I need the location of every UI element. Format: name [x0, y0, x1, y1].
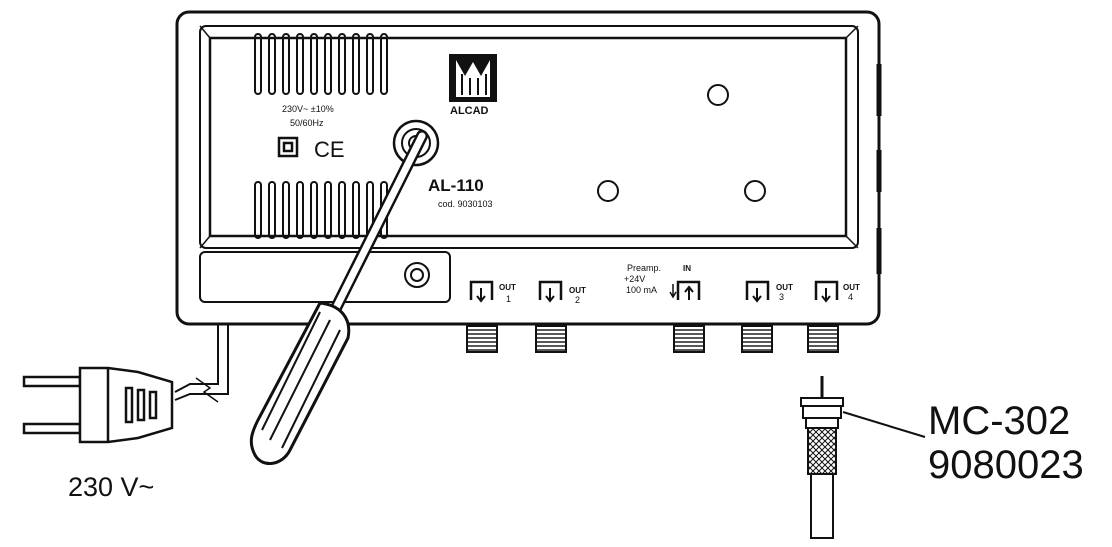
out3-label: OUT — [776, 283, 793, 292]
f-connector-icon — [800, 376, 926, 539]
f-connector-ports — [466, 325, 839, 353]
ground-screw — [404, 262, 430, 288]
screwdriver-icon — [249, 130, 428, 465]
in-label: IN — [683, 264, 691, 273]
ce-mark-icon: CE — [314, 137, 345, 162]
mounting-holes — [597, 84, 766, 202]
preamp-line1: Preamp. — [627, 263, 661, 273]
power-spec-line1: 230V~ ±10% — [282, 104, 334, 114]
vent-slots-bottom — [254, 181, 388, 239]
preamp-line2: +24V — [624, 274, 645, 284]
double-insulation-icon — [277, 136, 299, 158]
amplifier-housing — [175, 10, 882, 326]
brand-label: ALCAD — [450, 105, 489, 117]
port-out-4-icon — [814, 280, 839, 303]
out2-num: 2 — [575, 295, 580, 305]
model-code: cod. 9030103 — [438, 199, 493, 209]
vent-slots-top — [254, 33, 388, 95]
connector-part-name: MC-302 — [928, 399, 1070, 443]
port-out-1-icon — [469, 280, 494, 303]
out4-label: OUT — [843, 283, 860, 292]
port-out-3-icon — [745, 280, 770, 303]
model-label: AL-110 — [428, 176, 484, 195]
out2-label: OUT — [569, 286, 586, 295]
out1-num: 1 — [506, 294, 511, 304]
out4-num: 4 — [848, 292, 853, 302]
power-plug-icon — [22, 366, 174, 444]
power-cable — [174, 324, 229, 403]
plug-voltage-label: 230 V~ — [68, 472, 154, 502]
preamp-line3: 100 mA — [626, 285, 657, 295]
power-spec-line2: 50/60Hz — [290, 118, 324, 128]
alcad-logo-icon — [449, 54, 497, 102]
port-out-2-icon — [538, 280, 563, 303]
out3-num: 3 — [779, 292, 784, 302]
port-in-icon — [669, 280, 701, 300]
out1-label: OUT — [499, 283, 516, 292]
connector-part-code: 9080023 — [928, 443, 1084, 487]
